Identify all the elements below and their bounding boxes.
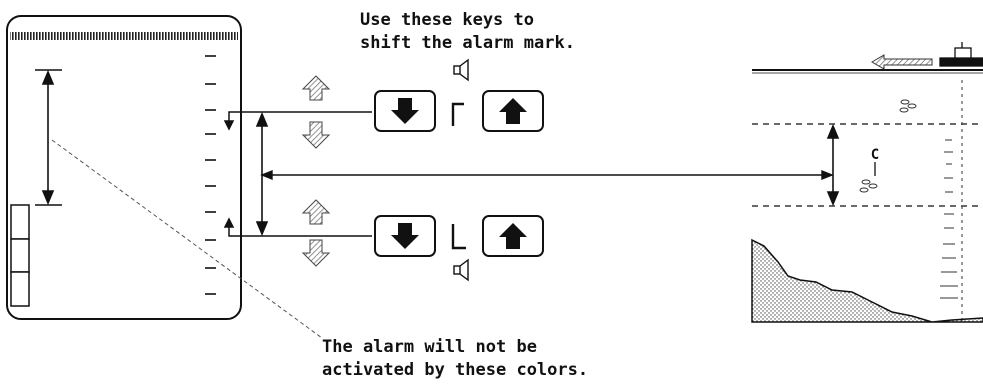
speaker-icon <box>453 258 469 282</box>
travel-direction-arrow-icon <box>871 54 933 70</box>
zero-line-bar <box>10 32 238 40</box>
lower-up-key[interactable] <box>482 215 544 257</box>
down-arrow-icon <box>391 223 419 249</box>
color-bar-segment-2 <box>10 238 30 273</box>
alarm-range-arrow <box>255 111 269 237</box>
upper-limit-bracket-icon <box>451 102 464 126</box>
hatched-down-arrow-icon <box>301 121 331 149</box>
boat-icon <box>939 42 983 67</box>
speaker-icon <box>453 58 469 82</box>
shift-arrows-upper <box>301 75 331 149</box>
range-link-arrow <box>260 169 834 181</box>
shift-arrows-lower <box>301 199 331 267</box>
color-bar-segment-3 <box>10 271 30 307</box>
lower-limit-bracket-icon <box>451 224 466 250</box>
depth-scale-ticks <box>205 55 216 295</box>
display-screen <box>6 15 242 320</box>
top-caption-line-2: shift the alarm mark. <box>360 33 575 53</box>
echogram-range-arrow <box>826 123 840 207</box>
fish-school-label: C <box>871 147 879 163</box>
top-caption: Use these keys to shift the alarm mark. <box>360 10 575 53</box>
display-range-bracket <box>35 69 62 206</box>
bottom-caption: The alarm will not be activated by these… <box>322 337 588 380</box>
color-bar <box>10 204 30 307</box>
echo-return-ticks <box>940 139 958 299</box>
upper-up-key[interactable] <box>482 90 544 132</box>
color-bar-segment-1 <box>10 204 30 240</box>
upper-down-key[interactable] <box>374 90 436 132</box>
bottom-caption-line-2: activated by these colors. <box>322 360 588 380</box>
down-arrow-icon <box>391 98 419 124</box>
upper-key-pair <box>374 58 544 132</box>
hatched-up-arrow-icon <box>301 199 331 225</box>
upper-alarm-mark <box>223 111 372 131</box>
lower-down-key[interactable] <box>374 215 436 257</box>
fish-school-icon <box>899 99 917 113</box>
top-caption-line-1: Use these keys to <box>360 10 534 30</box>
fish-school-c-icon <box>859 179 878 193</box>
hatched-up-arrow-icon <box>301 75 331 101</box>
echogram-scene: C <box>751 42 983 323</box>
bottom-caption-line-1: The alarm will not be <box>322 337 537 357</box>
up-arrow-icon <box>499 223 527 249</box>
seabed-area <box>751 238 983 323</box>
up-arrow-icon <box>499 98 527 124</box>
color-pointer-line <box>51 139 323 339</box>
lower-alarm-mark <box>223 217 372 237</box>
lower-key-pair <box>374 215 544 282</box>
hatched-down-arrow-icon <box>301 239 331 267</box>
